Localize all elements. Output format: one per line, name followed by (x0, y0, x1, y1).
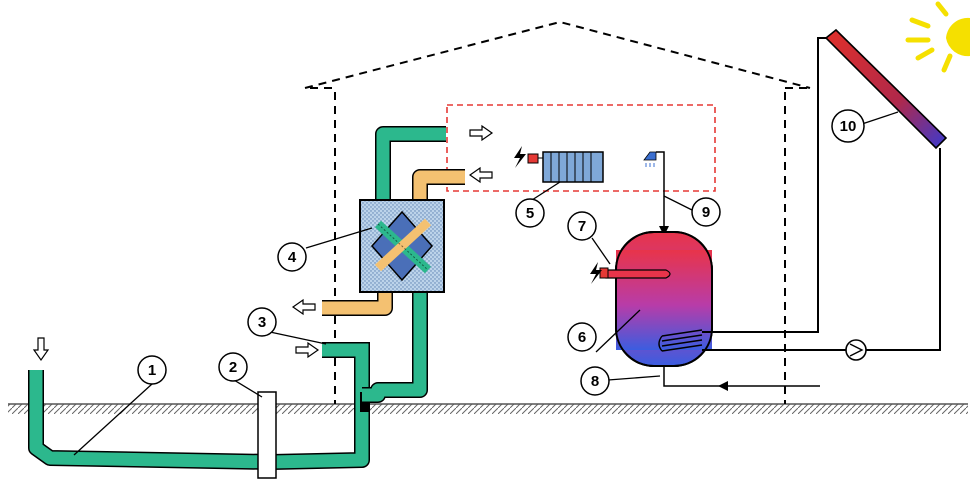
heated-zone-boundary (446, 104, 716, 192)
leader-lines (73, 111, 899, 456)
solar-collector (824, 28, 948, 150)
cold-water-inlet (663, 366, 820, 387)
callout-3: 3 (247, 307, 277, 337)
svg-text:4: 4 (288, 249, 297, 266)
svg-text:7: 7 (578, 218, 586, 235)
inflow-arrow-icon (468, 166, 493, 184)
svg-text:2: 2 (229, 359, 237, 376)
inflow-arrow-icon (295, 341, 320, 359)
callout-6: 6 (567, 322, 597, 352)
heat-exchanger-coil (658, 329, 703, 352)
callout-10: 10 (831, 109, 865, 143)
radiator (527, 151, 604, 183)
callout-9: 9 (691, 197, 721, 227)
svg-text:1: 1 (148, 362, 156, 379)
sun-icon (905, 1, 970, 73)
svg-text:9: 9 (702, 204, 710, 221)
svg-text:6: 6 (578, 329, 586, 346)
svg-text:5: 5 (526, 205, 534, 222)
shower-icon (643, 151, 657, 167)
callout-4: 4 (277, 242, 307, 272)
outflow-arrow-icon (469, 124, 494, 142)
callout-5: 5 (515, 198, 545, 228)
ground-heat-exchanger-pipe (28, 370, 370, 470)
heat-recovery-unit (359, 199, 445, 293)
electric-heater-icon (590, 262, 602, 284)
svg-text:10: 10 (840, 118, 857, 135)
pump-icon (845, 339, 867, 361)
callout-1: 1 (137, 355, 167, 385)
outflow-arrow-icon (291, 298, 316, 316)
callout-2: 2 (218, 352, 248, 382)
hot-water-line (656, 151, 665, 232)
inflow-arrow-icon (32, 337, 50, 362)
svg-text:3: 3 (258, 314, 266, 331)
pillar (257, 391, 277, 479)
svg-text:8: 8 (591, 373, 599, 390)
ground (8, 403, 968, 414)
callout-8: 8 (580, 366, 610, 396)
solar-supply-line (702, 37, 828, 333)
callout-7: 7 (567, 211, 597, 241)
electric-heater-icon (514, 146, 526, 168)
